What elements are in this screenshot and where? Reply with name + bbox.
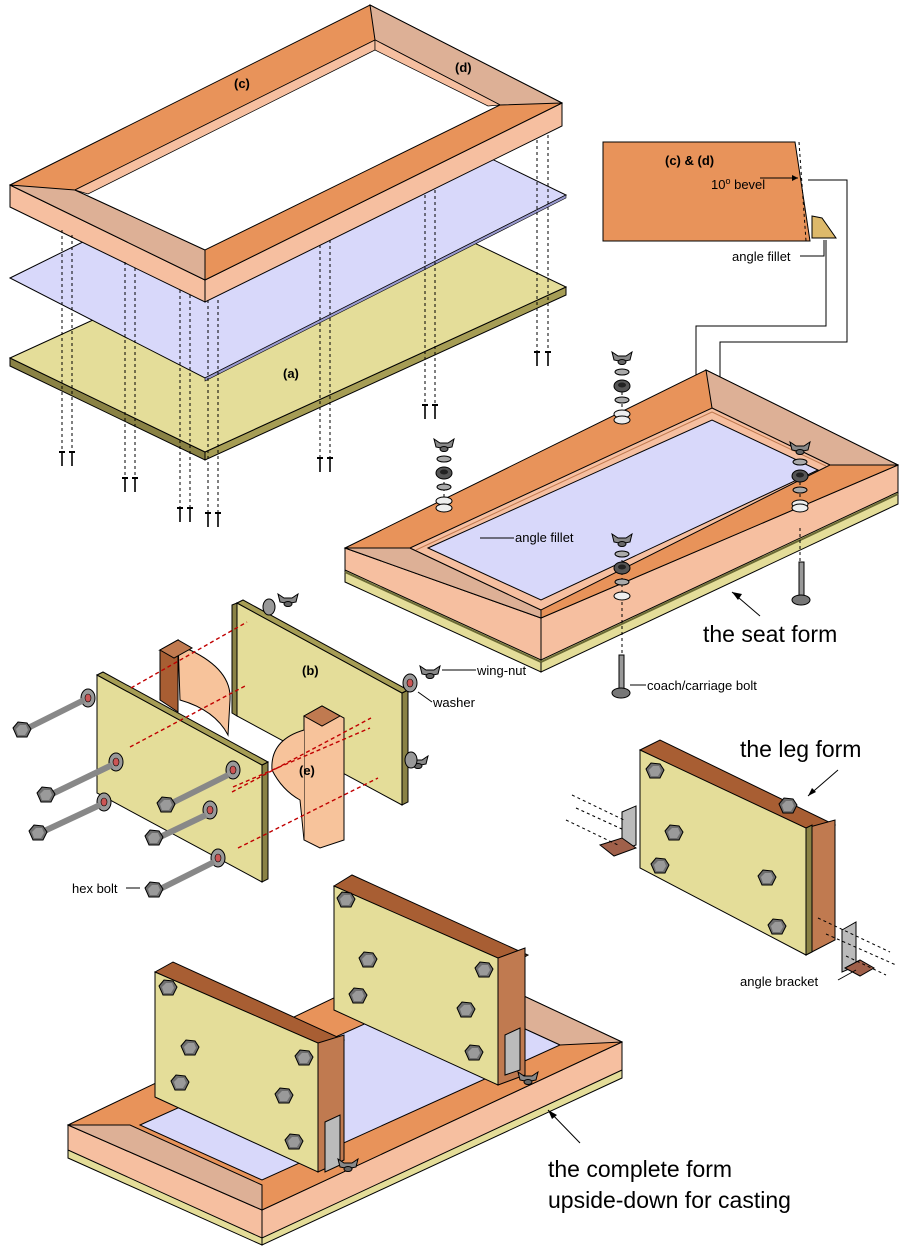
coach-bolt-label: coach/carriage bolt [647, 678, 757, 693]
label-c: (c) [234, 76, 250, 91]
seat-form: angle fillet coach/carriage bolt the sea… [343, 352, 900, 699]
wing-nut-label: wing-nut [476, 663, 527, 678]
carriage-bolt-2 [611, 654, 631, 699]
exploded-seat-form: (c) (d) (a) [8, 4, 568, 528]
complete-form-line1: the complete form [548, 1156, 732, 1182]
bevel-label: 10o bevel [711, 176, 765, 192]
label-e: (e) [299, 763, 315, 778]
seat-angle-fillet: angle fillet [515, 530, 574, 545]
complete-front-leg [153, 961, 359, 1173]
hex-bolt-label: hex bolt [72, 881, 118, 896]
exploded-leg-form: wing-nut washer hex bolt (b) (e) [12, 593, 527, 898]
frame-c-d [8, 4, 564, 303]
hex-bolts [12, 697, 230, 898]
leg-form-title: the leg form [740, 736, 861, 762]
curved-block [158, 639, 231, 737]
complete-back-leg [332, 874, 539, 1086]
detail-angle-fillet: angle fillet [732, 249, 791, 264]
complete-form-line2: upside-down for casting [548, 1187, 791, 1213]
detail-title: (c) & (d) [665, 153, 714, 168]
angle-bracket-right [817, 917, 897, 977]
label-a: (a) [283, 366, 299, 381]
leg-form: the leg form angle bracket [565, 736, 897, 989]
washer-label: washer [432, 695, 476, 710]
label-d: (d) [455, 60, 472, 75]
complete-form: the complete form upside-down for castin… [66, 874, 791, 1246]
carriage-bolt-1 [791, 561, 811, 606]
angle-bracket-left [565, 794, 638, 857]
seat-form-title: the seat form [703, 621, 837, 647]
angle-bracket-label: angle bracket [740, 974, 818, 989]
screw-guides [61, 135, 549, 515]
label-b: (b) [302, 663, 319, 678]
bevel-detail: (c) & (d) 10o bevel angle fillet [602, 141, 848, 457]
